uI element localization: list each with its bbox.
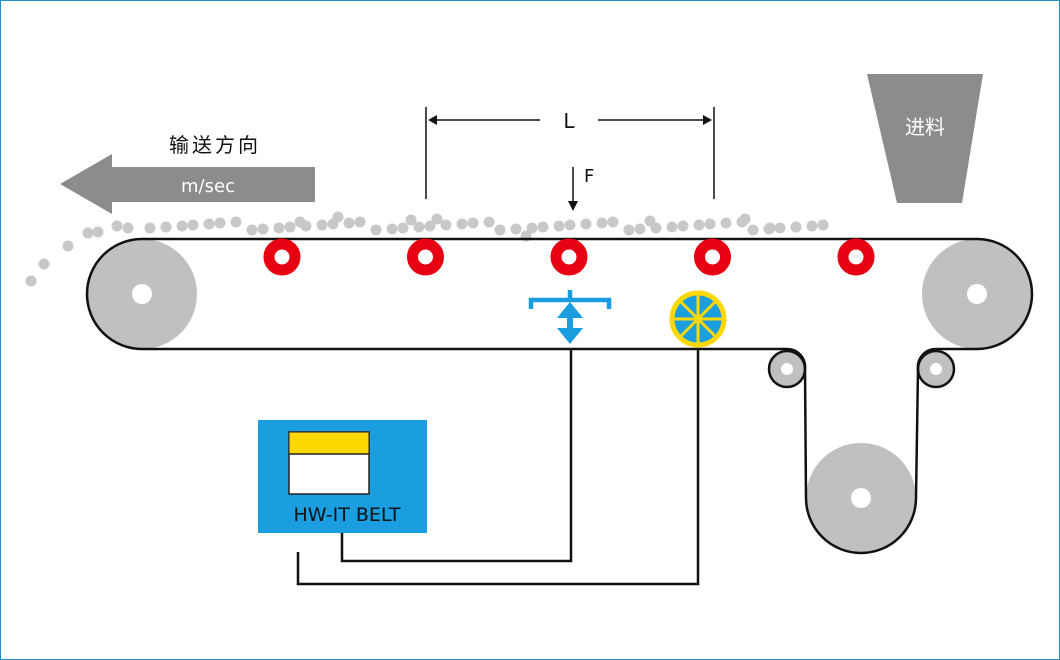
material-particle (92, 226, 104, 238)
material-particle (677, 220, 689, 232)
snub-pulley-left-hub (781, 363, 793, 375)
material-particle (494, 224, 506, 236)
material-particle (257, 223, 269, 235)
material-particle (623, 224, 635, 236)
force-arrowhead (568, 201, 578, 211)
material-particle (720, 217, 732, 229)
material-particle (739, 213, 751, 225)
direction-label: 输送方向 (169, 133, 261, 157)
material-particle (526, 222, 538, 234)
material-particle (704, 218, 716, 230)
hopper-label: 进料 (905, 115, 945, 139)
material-particle (431, 213, 443, 225)
material-particle (467, 217, 479, 229)
material-particle (537, 221, 549, 233)
dimension-arrowhead-left (428, 115, 437, 125)
material-particle (456, 218, 468, 230)
material-particle (284, 221, 296, 233)
material-particle (316, 219, 328, 231)
conveyor-belt (85, 237, 1034, 555)
idler-roller (837, 238, 875, 276)
load-cell (528, 290, 612, 344)
controller[interactable]: HW-IT BELT (258, 420, 427, 533)
load-cell-up-arrow (557, 302, 583, 318)
tail-pulley-right-hub (967, 284, 987, 304)
controller-label: HW-IT BELT (293, 504, 400, 526)
material-particle (440, 219, 452, 231)
material-particle (82, 227, 94, 239)
snub-pulley-right-hub (930, 363, 942, 375)
material-particle (187, 219, 199, 231)
material-particle (634, 223, 646, 235)
feed-hopper (867, 74, 983, 203)
material-particle (747, 224, 759, 236)
material-particle (25, 275, 37, 287)
material-particle (607, 216, 619, 228)
material-particle (580, 218, 592, 230)
idler-roller (694, 238, 731, 276)
material-particle (343, 217, 355, 229)
idler-rollers (263, 238, 875, 276)
drive-pulley-left-hub (132, 284, 152, 304)
length-dimension (425, 107, 715, 199)
conveying-direction-arrow (60, 154, 315, 214)
material-particle (666, 221, 678, 233)
dimension-arrowhead-right (703, 115, 712, 125)
material-particle (294, 216, 306, 228)
idler-roller (263, 238, 301, 276)
material-particle (354, 216, 366, 228)
material-particle (693, 219, 705, 231)
material-particle (160, 221, 172, 233)
idler-roller (550, 238, 588, 276)
material-particle (764, 222, 776, 234)
material-particle (203, 218, 215, 230)
material-particle (790, 221, 802, 233)
material-particle (405, 214, 417, 226)
load-cell-down-arrow (557, 328, 583, 344)
material-particle (111, 220, 123, 232)
material-particle (413, 221, 425, 233)
material-particle (370, 224, 382, 236)
controller-display-header (289, 432, 369, 454)
material-particle (230, 216, 242, 228)
speed-unit-label: m/sec (181, 176, 235, 197)
material-particle (596, 217, 608, 229)
material-particle (332, 211, 344, 223)
material-particle (397, 222, 409, 234)
speed-sensor (669, 290, 727, 348)
material-particle (483, 216, 495, 228)
material-particle (386, 223, 398, 235)
material-particle (424, 220, 436, 232)
material-particle (214, 217, 226, 229)
idler-roller (407, 238, 444, 276)
material-particle (553, 220, 565, 232)
material-particle (273, 222, 285, 234)
material-particle (806, 220, 818, 232)
material-particle (564, 219, 576, 231)
material-particle (38, 258, 50, 270)
material-particle (644, 215, 656, 227)
material-particle (817, 219, 829, 231)
signal-wiring (296, 349, 700, 586)
material-particle (774, 222, 786, 234)
force-label: F (584, 166, 594, 187)
material-particle (122, 222, 134, 234)
material-particle (176, 220, 188, 232)
material-particle (246, 224, 258, 236)
material-particle (144, 222, 156, 234)
length-label: L (563, 109, 575, 133)
material-particle (62, 240, 74, 252)
material-flow (25, 211, 829, 287)
material-particle (510, 223, 522, 235)
take-up-pulley-hub (851, 488, 871, 508)
